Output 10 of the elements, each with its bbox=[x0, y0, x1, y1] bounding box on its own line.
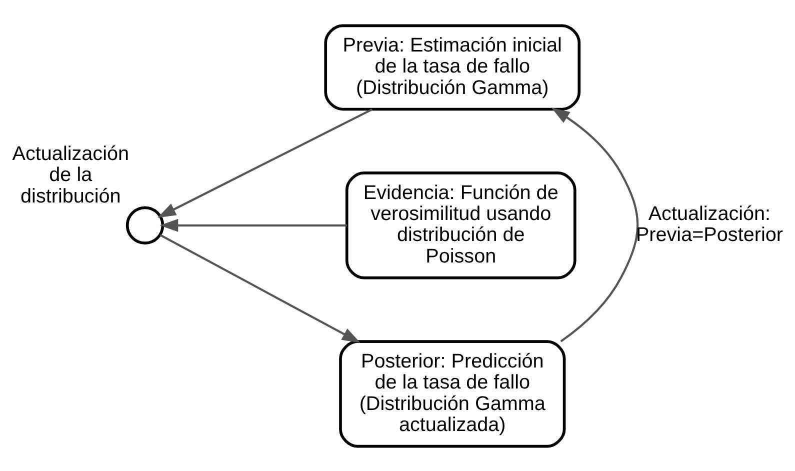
node-circle bbox=[126, 206, 164, 244]
node-label: Actualización de la distribución bbox=[12, 142, 130, 207]
node-box: Evidencia: Función de verosimilitud usando distribución de Poisson bbox=[345, 171, 576, 279]
arrow bbox=[157, 108, 373, 218]
node-box: Previa: Estimación inicial de la tasa de fallo (Distribución Gamma) bbox=[324, 24, 581, 110]
edge-label: Actualización: Previa=Posterior bbox=[636, 202, 783, 246]
node-box: Posterior: Predicción de la tasa de fallo (Distribución Gamma actualizada) bbox=[339, 340, 566, 448]
arrow bbox=[551, 107, 639, 342]
arrow bbox=[160, 218, 347, 232]
arrow bbox=[160, 234, 360, 342]
